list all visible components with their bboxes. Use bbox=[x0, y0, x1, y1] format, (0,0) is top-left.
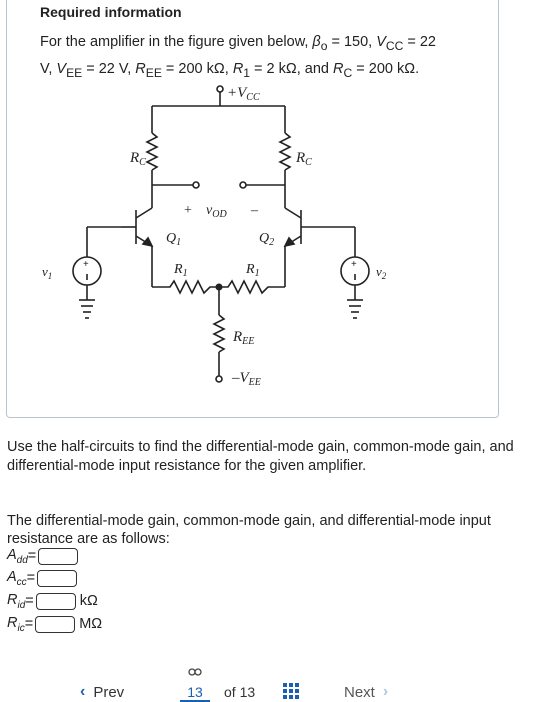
answer-intro-text: The differential-mode gain, common-mode … bbox=[7, 513, 491, 547]
svg-text:+: + bbox=[83, 259, 89, 270]
chevron-left-icon: ‹ bbox=[80, 683, 86, 700]
page-count: of 13 bbox=[224, 684, 256, 700]
svg-text:+: + bbox=[351, 259, 357, 270]
rid-input[interactable] bbox=[35, 592, 76, 610]
pagination-footer: ‹ Prev 13 of 13 Next › bbox=[0, 668, 553, 702]
svg-text:vOD: vOD bbox=[206, 203, 227, 220]
answer-row-acc: Acc= bbox=[7, 568, 78, 588]
add-input[interactable] bbox=[38, 547, 79, 565]
answer-row-add: Add= bbox=[7, 546, 79, 566]
answer-row-ric: Ric= MΩ bbox=[7, 614, 103, 634]
svg-text:v1: v1 bbox=[42, 264, 52, 281]
svg-text:–: – bbox=[250, 203, 259, 218]
grid-icon[interactable] bbox=[283, 683, 299, 699]
page-current-button[interactable]: 13 bbox=[180, 668, 210, 702]
chevron-right-icon: › bbox=[382, 683, 389, 700]
next-button[interactable]: Next › bbox=[344, 683, 389, 701]
svg-text:+VCC: +VCC bbox=[227, 85, 260, 103]
svg-text:+: + bbox=[184, 203, 192, 218]
svg-text:RC: RC bbox=[295, 150, 312, 168]
ric-unit: MΩ bbox=[79, 616, 103, 632]
svg-text:RC: RC bbox=[129, 150, 146, 168]
svg-text:REE: REE bbox=[232, 329, 254, 347]
link-icon bbox=[188, 668, 202, 676]
svg-text:Q2: Q2 bbox=[259, 231, 274, 248]
acc-input[interactable] bbox=[37, 569, 78, 587]
instructions-text: Use the half-circuits to find the differ… bbox=[7, 439, 514, 474]
ric-input[interactable] bbox=[35, 615, 76, 633]
circuit-diagram: +VCC RC RC + vOD – Q1 Q2 R1 R1 v1 v2 + +… bbox=[42, 85, 387, 388]
svg-text:R1: R1 bbox=[173, 262, 188, 279]
answer-row-rid: Rid= kΩ bbox=[7, 591, 98, 611]
svg-text:R1: R1 bbox=[245, 262, 260, 279]
page-title: Required information bbox=[40, 4, 182, 20]
svg-text:–VEE: –VEE bbox=[231, 370, 261, 388]
svg-text:v2: v2 bbox=[376, 264, 387, 281]
prev-button[interactable]: ‹ Prev bbox=[80, 683, 125, 701]
question-card bbox=[6, 0, 499, 418]
rid-unit: kΩ bbox=[79, 593, 98, 609]
problem-statement: For the amplifier in the figure given be… bbox=[40, 34, 436, 80]
svg-text:Q1: Q1 bbox=[166, 231, 181, 248]
